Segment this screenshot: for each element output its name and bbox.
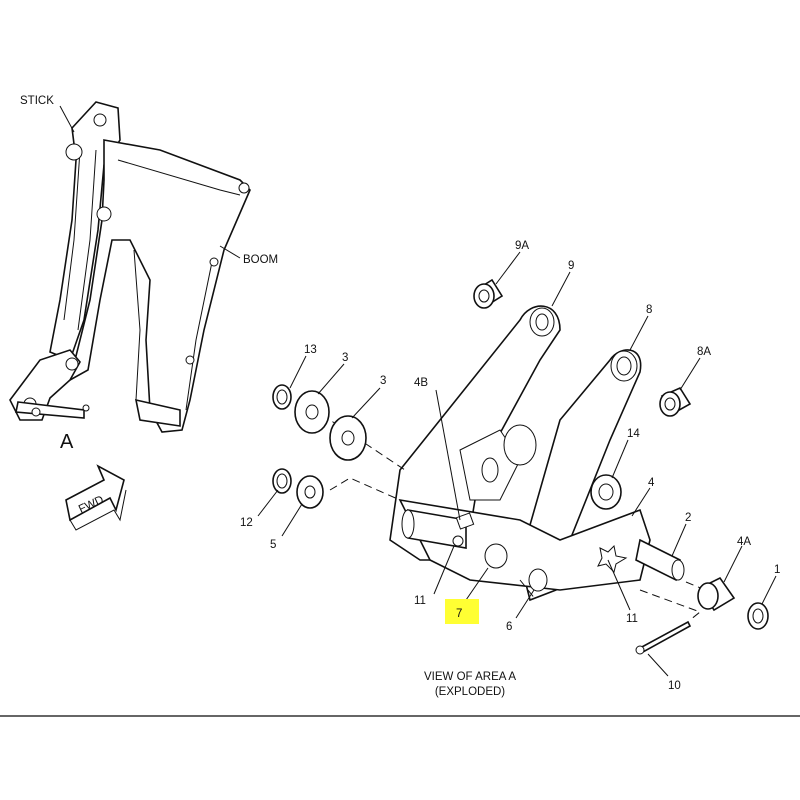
label-4b: 4B	[414, 377, 428, 389]
label-11-right: 11	[626, 613, 638, 625]
caption-line-2: (EXPLODED)	[435, 686, 505, 698]
label-1: 1	[774, 564, 780, 576]
label-area-a: A	[60, 431, 74, 453]
label-6: 6	[506, 621, 512, 633]
label-boom: BOOM	[243, 254, 278, 266]
label-11-left: 11	[414, 595, 426, 607]
part-1-ring	[747, 602, 769, 630]
caption-line-1: VIEW OF AREA A	[424, 671, 516, 683]
label-12: 12	[240, 517, 253, 529]
linkage-assembly	[299, 305, 721, 621]
part-9a-bushing	[473, 278, 504, 309]
label-stick: STICK	[20, 95, 54, 107]
leader-lines	[257, 251, 777, 677]
part-4a-bushing	[697, 576, 736, 612]
highlight-box-7	[445, 599, 479, 624]
label-4a: 4A	[737, 536, 751, 548]
part-13-snap-ring	[272, 384, 292, 410]
part-3-washers	[294, 390, 367, 461]
label-10: 10	[668, 680, 681, 692]
boom-stick-assembly	[9, 101, 251, 433]
label-2: 2	[685, 512, 691, 524]
label-8: 8	[646, 304, 652, 316]
label-3-lower: 3	[380, 375, 386, 387]
label-4: 4	[648, 477, 655, 489]
label-5: 5	[270, 539, 276, 551]
label-14: 14	[627, 428, 640, 440]
part-8a-bushing	[659, 386, 692, 417]
part-5-washer	[296, 475, 324, 509]
part-12-ring	[272, 468, 292, 494]
label-8a: 8A	[697, 346, 711, 358]
fwd-arrow-icon: FWD	[65, 464, 127, 531]
label-3-upper: 3	[342, 352, 348, 364]
part-10-bolt	[635, 620, 692, 655]
label-13: 13	[304, 344, 317, 356]
label-9: 9	[568, 260, 574, 272]
label-7: 7	[456, 608, 462, 620]
label-9a: 9A	[515, 240, 529, 252]
